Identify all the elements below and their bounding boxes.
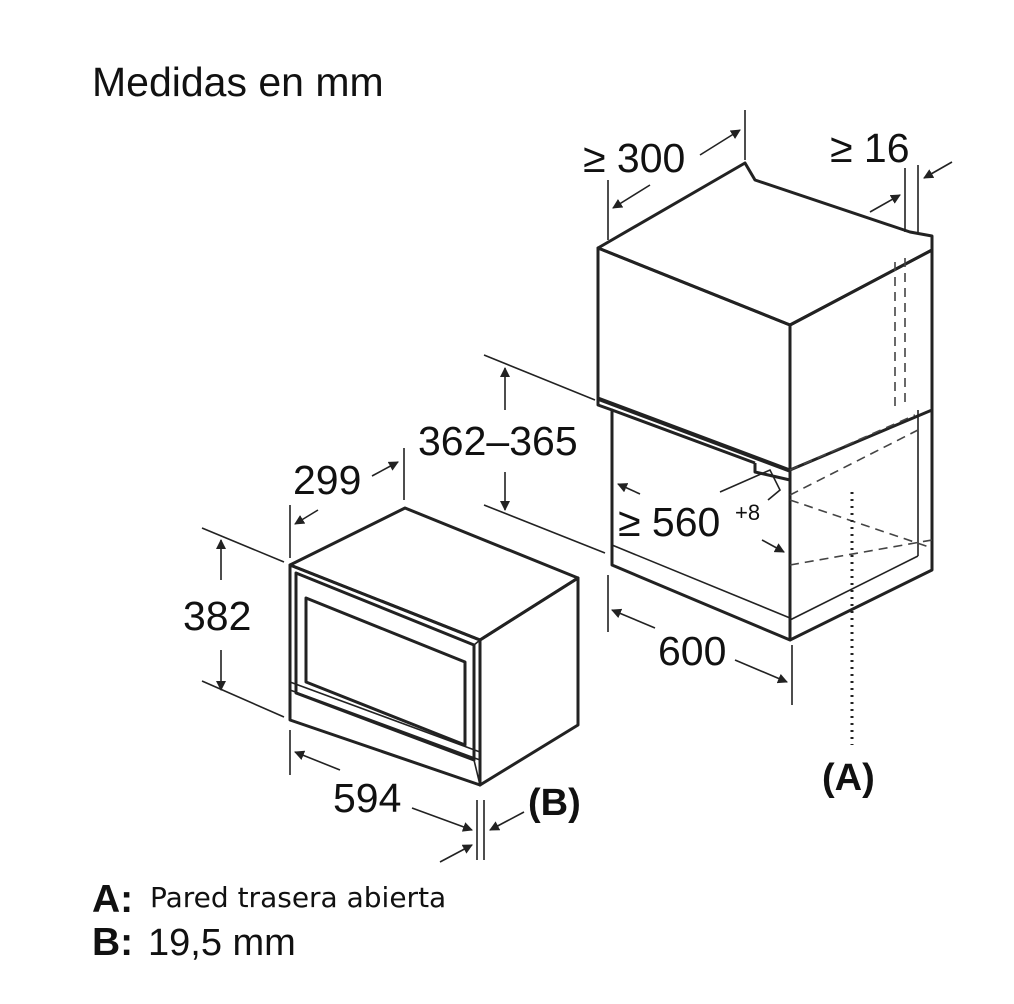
- dim-niche-height: 362–365: [418, 418, 578, 464]
- cabinet-drawing: [596, 161, 934, 642]
- dim-appliance-width: 594: [333, 775, 401, 821]
- callout-b: (B): [528, 782, 581, 824]
- niche-frame: [596, 398, 792, 642]
- dim-niche-width: ≥ 560: [618, 499, 720, 545]
- dim-cabinet-width: 600: [658, 628, 726, 674]
- dimension-lines: [201, 110, 953, 863]
- legend-b-key: B:: [92, 921, 133, 964]
- appliance-top-face: [288, 506, 580, 642]
- legend-a-key: A:: [92, 878, 133, 921]
- dim-niche-width-tolerance: +8: [735, 500, 760, 525]
- callout-a: (A): [822, 757, 875, 799]
- page-title: Medidas en mm: [92, 59, 384, 105]
- dim-cabinet-top-depth: ≥ 300: [583, 135, 685, 181]
- appliance-side-face: [478, 576, 580, 787]
- appliance-drawing: [288, 506, 580, 787]
- cabinet-side-face: [788, 248, 934, 472]
- legend-a-text: Pared trasera abierta: [150, 881, 446, 914]
- dim-appliance-depth: 299: [293, 457, 361, 503]
- legend-b-text: 19,5 mm: [148, 922, 296, 964]
- cabinet-top-face: [596, 161, 934, 327]
- dim-appliance-height: 382: [183, 593, 251, 639]
- appliance-window: [304, 596, 467, 747]
- dim-cabinet-side-gap: ≥ 16: [830, 125, 910, 171]
